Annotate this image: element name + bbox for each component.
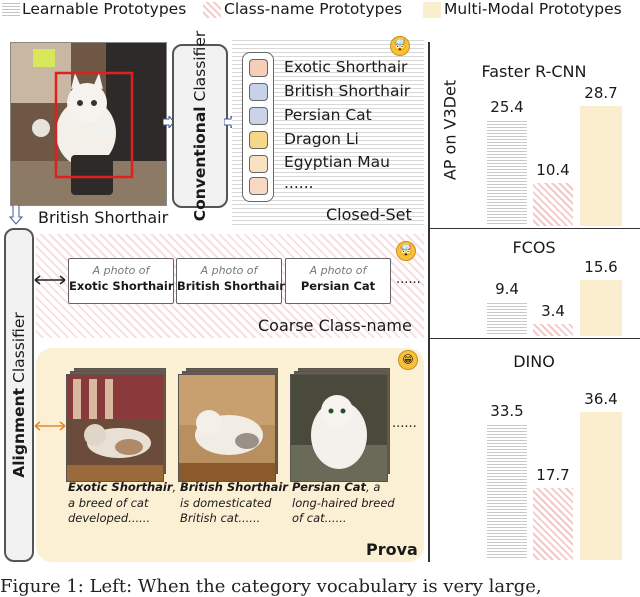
- conventional-classifier: Conventional Classifier: [172, 31, 228, 221]
- multi-modal-bar: [580, 280, 622, 336]
- class-name-bar: [533, 183, 573, 226]
- prototype-chip: [249, 131, 268, 149]
- british-shorthair-image: [178, 374, 276, 482]
- grinning-emoji-icon: 😁: [398, 350, 418, 370]
- bar-value-label: 10.4: [536, 161, 570, 179]
- closed-set-class: Egyptian Mau: [284, 153, 390, 171]
- prototype-chip: [249, 177, 268, 195]
- bar-value-label: 15.6: [584, 258, 618, 276]
- bar-value-label: 28.7: [584, 84, 618, 102]
- chart-axis: [428, 42, 430, 562]
- bar-value-label: 36.4: [584, 390, 618, 408]
- multi-modal-bar: [580, 106, 622, 226]
- exotic-shorthair-image: [66, 374, 164, 482]
- bar-value-label: 9.4: [495, 280, 519, 298]
- coarse-ellipsis: ......: [396, 272, 421, 287]
- panel-title: DINO: [513, 352, 555, 371]
- closed-set-label: Closed-Set: [326, 205, 412, 224]
- legend-multi-modal: Multi-Modal Prototypes: [444, 0, 622, 18]
- arrow-to-alignment: [9, 205, 23, 225]
- prova-description: British Shorthair is domesticated Britis…: [180, 480, 288, 526]
- learnable-bar: [487, 120, 527, 226]
- class-name-prompt: A photo of Exotic Shorthair: [68, 258, 174, 304]
- prototype-chip: [249, 107, 268, 125]
- learnable-bar: [487, 424, 527, 560]
- multi-modal-swatch: [423, 2, 441, 18]
- alignment-classifier: Alignment Classifier: [4, 228, 34, 562]
- class-name-swatch: [203, 2, 221, 18]
- panel-title: FCOS: [512, 238, 556, 257]
- multi-modal-bar: [580, 412, 622, 560]
- prova-description: Persian Cat, a long-haired breed of cat.…: [292, 480, 395, 526]
- bar-value-label: 33.5: [490, 402, 524, 420]
- persian-cat-image: [290, 374, 388, 482]
- class-name-bar: [533, 488, 573, 560]
- prototype-chip: [249, 83, 268, 101]
- legend-class-name: Class-name Prototypes: [224, 0, 403, 18]
- learnable-swatch: [2, 2, 20, 18]
- class-name-bar: [533, 324, 573, 336]
- class-name-prompt: A photo of British Shorthair: [176, 258, 285, 304]
- closed-set-class: Dragon Li: [284, 130, 359, 148]
- prototype-chip: [249, 155, 268, 173]
- panel-title: Faster R-CNN: [481, 62, 587, 81]
- closed-set-class: ......: [284, 174, 314, 192]
- arrow-to-conventional: [163, 116, 175, 128]
- bar-value-label: 17.7: [536, 466, 570, 484]
- double-arrow-icon: [34, 275, 66, 285]
- learnable-bar: [487, 302, 527, 336]
- panel-divider: [428, 338, 640, 339]
- prova-description: Exotic Shorthair, a breed of cat develop…: [68, 480, 177, 526]
- exploding-head-emoji-icon: 🤯: [396, 241, 416, 261]
- prova-label: Prova: [366, 540, 418, 559]
- closed-set-class: Persian Cat: [284, 106, 372, 124]
- closed-set-class: British Shorthair: [284, 82, 411, 100]
- closed-set-prototype-column: [242, 52, 274, 202]
- legend-learnable: Learnable Prototypes: [22, 0, 187, 18]
- bar-value-label: 25.4: [490, 98, 524, 116]
- bar-value-label: 3.4: [541, 302, 565, 320]
- cat-photo: [10, 42, 167, 206]
- panel-divider: [428, 228, 640, 229]
- figure-caption: Figure 1: Left: When the category vocabu…: [0, 576, 542, 597]
- double-arrow-icon: [34, 421, 66, 431]
- exploding-head-emoji-icon: 🤯: [390, 36, 410, 56]
- class-name-prompt: A photo of Persian Cat: [285, 258, 391, 304]
- coarse-class-name-label: Coarse Class-name: [258, 316, 412, 335]
- photo-label: British Shorthair: [38, 208, 169, 227]
- legend: Learnable Prototypes Class-name Prototyp…: [0, 0, 640, 26]
- prototype-chip: [249, 59, 268, 77]
- prova-ellipsis: ......: [392, 416, 417, 431]
- closed-set-class: Exotic Shorthair: [284, 58, 408, 76]
